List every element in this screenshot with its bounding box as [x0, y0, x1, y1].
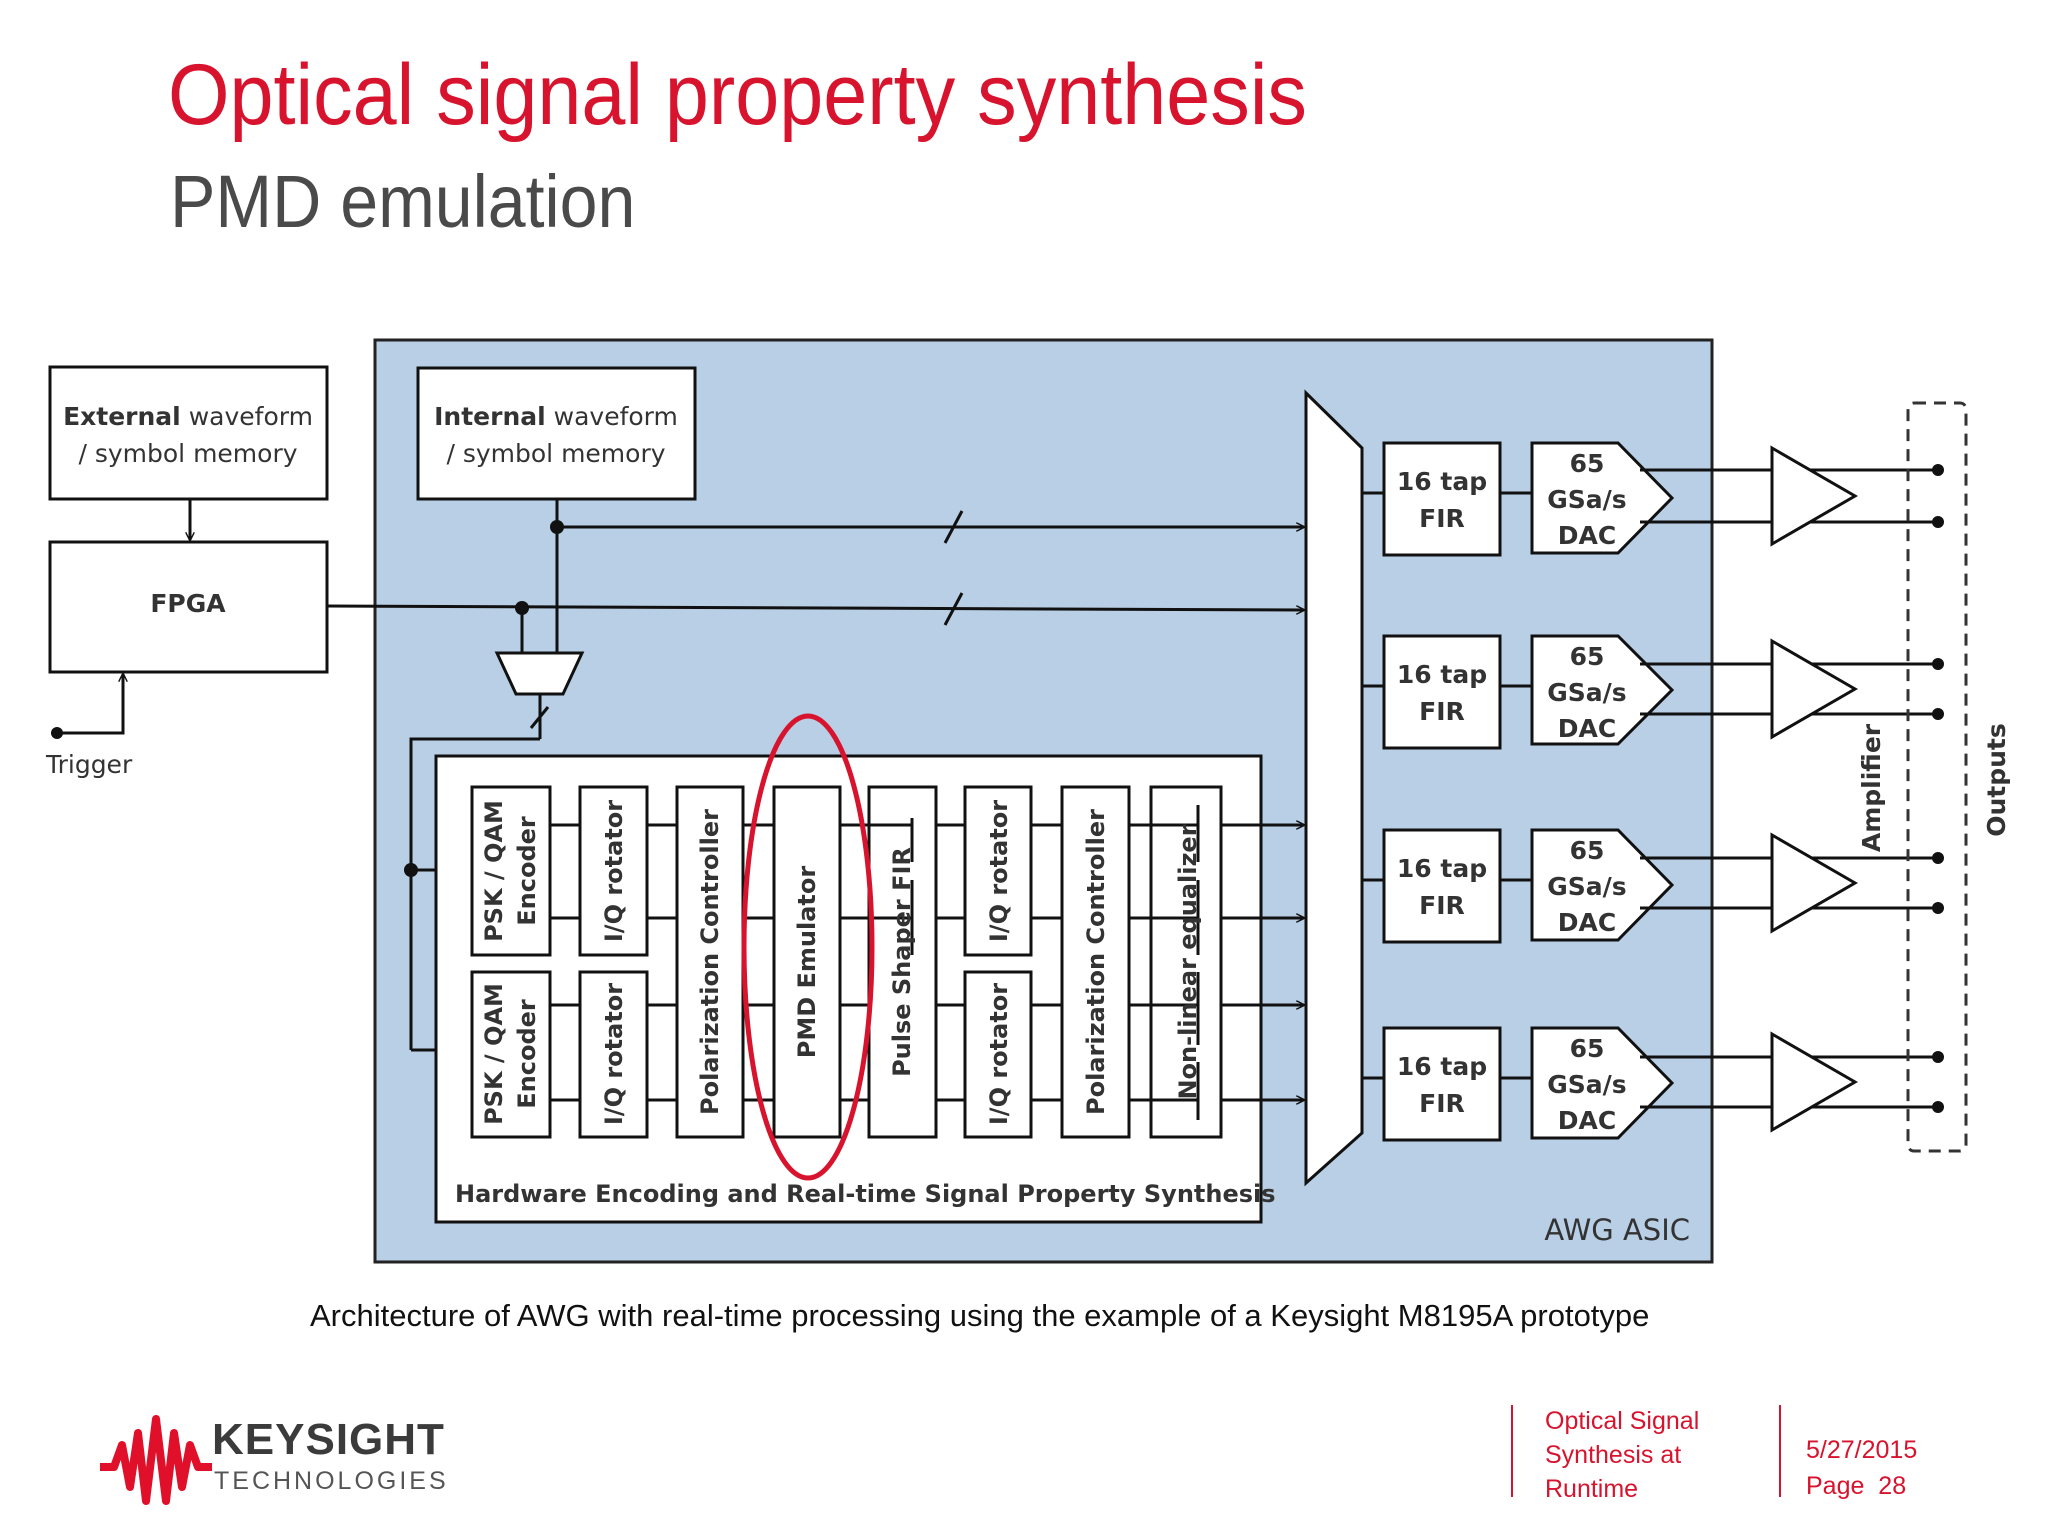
- outputs-label: Outputs: [1982, 723, 2011, 837]
- fir-label-3a: 16 tap: [1397, 854, 1487, 883]
- external-memory-line2: / symbol memory: [78, 439, 297, 468]
- diagram-caption: Architecture of AWG with real-time proce…: [310, 1298, 1650, 1333]
- footer-doc-line-2: Synthesis at: [1545, 1441, 1682, 1469]
- iq-rotator-label-4: I/Q rotator: [985, 983, 1013, 1125]
- encoder-block-top: [470, 785, 552, 957]
- trigger-label: Trigger: [45, 750, 133, 779]
- polarization-controller-label-2: Polarization Controller: [1082, 809, 1110, 1115]
- amplifier-2: [1770, 638, 1858, 740]
- dac-block-3: [1530, 828, 1675, 942]
- keysight-wave-icon: [100, 1415, 212, 1505]
- dac-label-1a: 65: [1570, 449, 1605, 478]
- fir-label-1a: 16 tap: [1397, 467, 1487, 496]
- footer-doc-line-1: Optical Signal: [1545, 1407, 1700, 1435]
- pulse-shaper-label: Pulse Shaper FIR: [888, 847, 916, 1077]
- iq-rotator-label-3: I/Q rotator: [985, 800, 1013, 942]
- fir-label-4b: FIR: [1419, 1089, 1465, 1118]
- iq-rotator-block-top-2: [963, 785, 1033, 957]
- amplifier-1: [1770, 445, 1858, 547]
- fir-block-3: [1382, 828, 1502, 944]
- iq-rotator-label-2: I/Q rotator: [600, 983, 628, 1125]
- slide-subtitle: PMD emulation: [170, 160, 636, 243]
- amplifier-4: [1770, 1031, 1858, 1133]
- footer-page-label: Page: [1806, 1472, 1865, 1500]
- dac-block-2: [1530, 634, 1675, 746]
- awg-asic-label: AWG ASIC: [1544, 1213, 1690, 1247]
- iq-rotator-block-bottom-2: [963, 970, 1033, 1139]
- encoder-label-line1: PSK / QAM: [480, 800, 508, 942]
- polarization-controller-block-1: [675, 785, 745, 1139]
- encoder-block-bottom: [470, 970, 552, 1139]
- external-memory-rest: waveform: [181, 402, 313, 431]
- encoder-label-line1-b: PSK / QAM: [480, 983, 508, 1125]
- iq-rotator-block-top: [578, 785, 649, 957]
- internal-memory-bold: Internal: [434, 402, 546, 431]
- fir-block-2: [1382, 634, 1502, 750]
- dac-block-1: [1530, 441, 1675, 555]
- dac-label-3a: 65: [1570, 836, 1605, 865]
- footer-date: 5/27/2015: [1806, 1436, 1918, 1464]
- dac-label-4a: 65: [1570, 1034, 1605, 1063]
- pmd-emulator-label: PMD Emulator: [793, 866, 821, 1059]
- fir-label-2b: FIR: [1419, 697, 1465, 726]
- external-memory-block: External waveform / symbol memory: [48, 365, 329, 501]
- footer-divider-1: [1511, 1405, 1513, 1497]
- svg-text:External waveform: External waveform: [63, 402, 313, 431]
- fpga-label: FPGA: [150, 589, 226, 618]
- footer-document-title: Optical Signal Synthesis at Runtime: [1545, 1404, 1755, 1506]
- internal-memory-rest: waveform: [546, 402, 678, 431]
- keysight-logo: KEYSIGHT TECHNOLOGIES: [100, 1415, 460, 1505]
- fir-block-4: [1382, 1026, 1502, 1142]
- fir-label-1b: FIR: [1419, 504, 1465, 533]
- logo-subtitle: TECHNOLOGIES: [214, 1467, 449, 1495]
- dac-label-3b: GSa/s: [1547, 872, 1626, 901]
- iq-rotator-block-bottom: [578, 970, 649, 1139]
- footer-doc-line-3: Runtime: [1545, 1475, 1639, 1503]
- polarization-controller-label-1: Polarization Controller: [696, 809, 724, 1115]
- dac-label-2a: 65: [1570, 642, 1605, 671]
- footer-divider-2: [1779, 1405, 1781, 1497]
- pulse-shaper-block: [867, 785, 938, 1139]
- slide-title: Optical signal property synthesis: [168, 47, 1307, 143]
- internal-memory-line2: / symbol memory: [446, 439, 665, 468]
- dac-label-3c: DAC: [1558, 908, 1616, 937]
- pmd-highlight-ellipse: [741, 713, 875, 1181]
- polarization-controller-block-2: [1060, 785, 1131, 1139]
- fir-label-4a: 16 tap: [1397, 1052, 1487, 1081]
- nonlinear-equalizer-label: Non-linear equalizer: [1174, 824, 1202, 1099]
- fir-block-1: [1382, 441, 1502, 557]
- dac-label-2b: GSa/s: [1547, 678, 1626, 707]
- amplifier-3: [1770, 832, 1858, 934]
- footer-page-number: 28: [1878, 1472, 1907, 1500]
- dac-block-4: [1530, 1026, 1675, 1140]
- multiplexer: [1304, 389, 1364, 1187]
- outputs-box: [1906, 401, 1968, 1153]
- dac-label-1c: DAC: [1558, 521, 1616, 550]
- footer-page: Page 28: [1806, 1468, 1917, 1504]
- fir-label-2a: 16 tap: [1397, 660, 1487, 689]
- selector-mux: [494, 651, 585, 696]
- fpga-block: FPGA: [48, 540, 329, 674]
- encoder-label-line2-b: Encoder: [513, 999, 541, 1109]
- dac-label-4b: GSa/s: [1547, 1070, 1626, 1099]
- internal-memory-block: Internal waveform / symbol memory: [416, 366, 697, 501]
- logo-wordmark: KEYSIGHT: [212, 1415, 445, 1464]
- iq-rotator-label-1: I/Q rotator: [600, 800, 628, 942]
- fir-dac-chains: 16 tap FIR 16 tap FIR 16 tap FIR 16 tap …: [1362, 441, 1675, 1142]
- external-memory-bold: External: [63, 402, 181, 431]
- svg-text:Internal waveform: Internal waveform: [434, 402, 678, 431]
- amplifier-outputs: [1640, 445, 1935, 1133]
- dac-label-2c: DAC: [1558, 714, 1616, 743]
- footer-date-page: 5/27/2015 Page 28: [1806, 1432, 1917, 1504]
- dac-label-1b: GSa/s: [1547, 485, 1626, 514]
- hardware-processing-label: Hardware Encoding and Real-time Signal P…: [455, 1180, 1276, 1208]
- pmd-emulator-block: [772, 785, 842, 1139]
- amplifier-label: Amplifier: [1857, 723, 1886, 852]
- encoder-label-line2: Encoder: [513, 816, 541, 926]
- fir-label-3b: FIR: [1419, 891, 1465, 920]
- nonlinear-equalizer-block: [1149, 785, 1223, 1139]
- dac-label-4c: DAC: [1558, 1106, 1616, 1135]
